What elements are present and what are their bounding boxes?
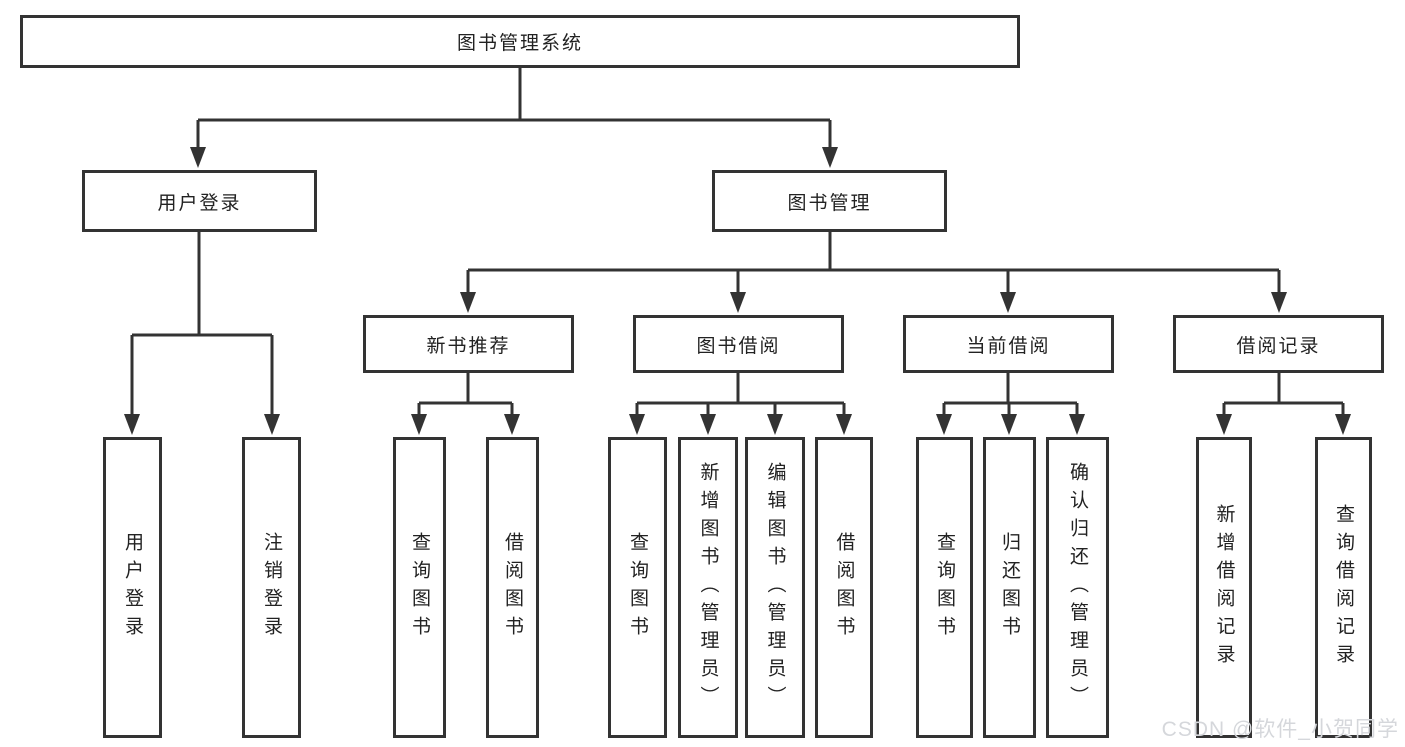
leaf-label: 借阅图书 [502, 531, 523, 644]
leaf-confirm-return-admin: 确认归还（管理员） [1046, 437, 1109, 738]
leaf-label: 用户登录 [122, 531, 143, 644]
leaf-query-books-borrowing: 查询图书 [608, 437, 667, 738]
leaf-label: 编辑图书（管理员） [764, 461, 786, 714]
leaf-label: 查询图书 [409, 531, 430, 644]
node-label: 当前借阅 [966, 335, 1051, 357]
leaf-label: 新增借阅记录 [1213, 503, 1235, 672]
leaf-user-login: 用户登录 [103, 437, 162, 738]
leaf-label: 归还图书 [999, 531, 1020, 644]
leaf-edit-books-admin: 编辑图书（管理员） [745, 437, 805, 738]
leaf-logout: 注销登录 [242, 437, 301, 738]
leaf-label: 新增图书（管理员） [697, 461, 719, 714]
node-book-borrowing: 图书借阅 [633, 315, 844, 373]
node-label: 图书管理系统 [456, 33, 583, 54]
leaf-add-books-admin: 新增图书（管理员） [678, 437, 738, 738]
leaf-add-borrow-record: 新增借阅记录 [1196, 437, 1252, 738]
leaf-return-books: 归还图书 [983, 437, 1036, 738]
node-library-management-system: 图书管理系统 [20, 15, 1020, 68]
node-book-management: 图书管理 [712, 170, 947, 232]
leaf-label: 查询图书 [934, 531, 955, 644]
leaf-label: 查询图书 [627, 531, 648, 644]
leaf-label: 借阅图书 [833, 531, 855, 644]
leaf-label: 注销登录 [261, 531, 282, 644]
leaf-query-borrow-record: 查询借阅记录 [1315, 437, 1372, 738]
leaf-query-books-recommend: 查询图书 [393, 437, 446, 738]
leaf-borrow-books-borrowing: 借阅图书 [815, 437, 873, 738]
node-current-borrowing: 当前借阅 [903, 315, 1114, 373]
node-label: 用户登录 [157, 192, 242, 214]
node-borrowing-records: 借阅记录 [1173, 315, 1384, 373]
node-new-book-recommendation: 新书推荐 [363, 315, 574, 373]
node-label: 图书借阅 [696, 335, 781, 357]
leaf-label: 确认归还（管理员） [1067, 461, 1088, 714]
leaf-query-books-current: 查询图书 [916, 437, 973, 738]
node-user-login: 用户登录 [82, 170, 317, 232]
node-label: 新书推荐 [426, 335, 511, 357]
node-label: 借阅记录 [1236, 335, 1321, 357]
node-label: 图书管理 [787, 192, 872, 214]
leaf-borrow-books-recommend: 借阅图书 [486, 437, 539, 738]
leaf-label: 查询借阅记录 [1333, 503, 1354, 672]
